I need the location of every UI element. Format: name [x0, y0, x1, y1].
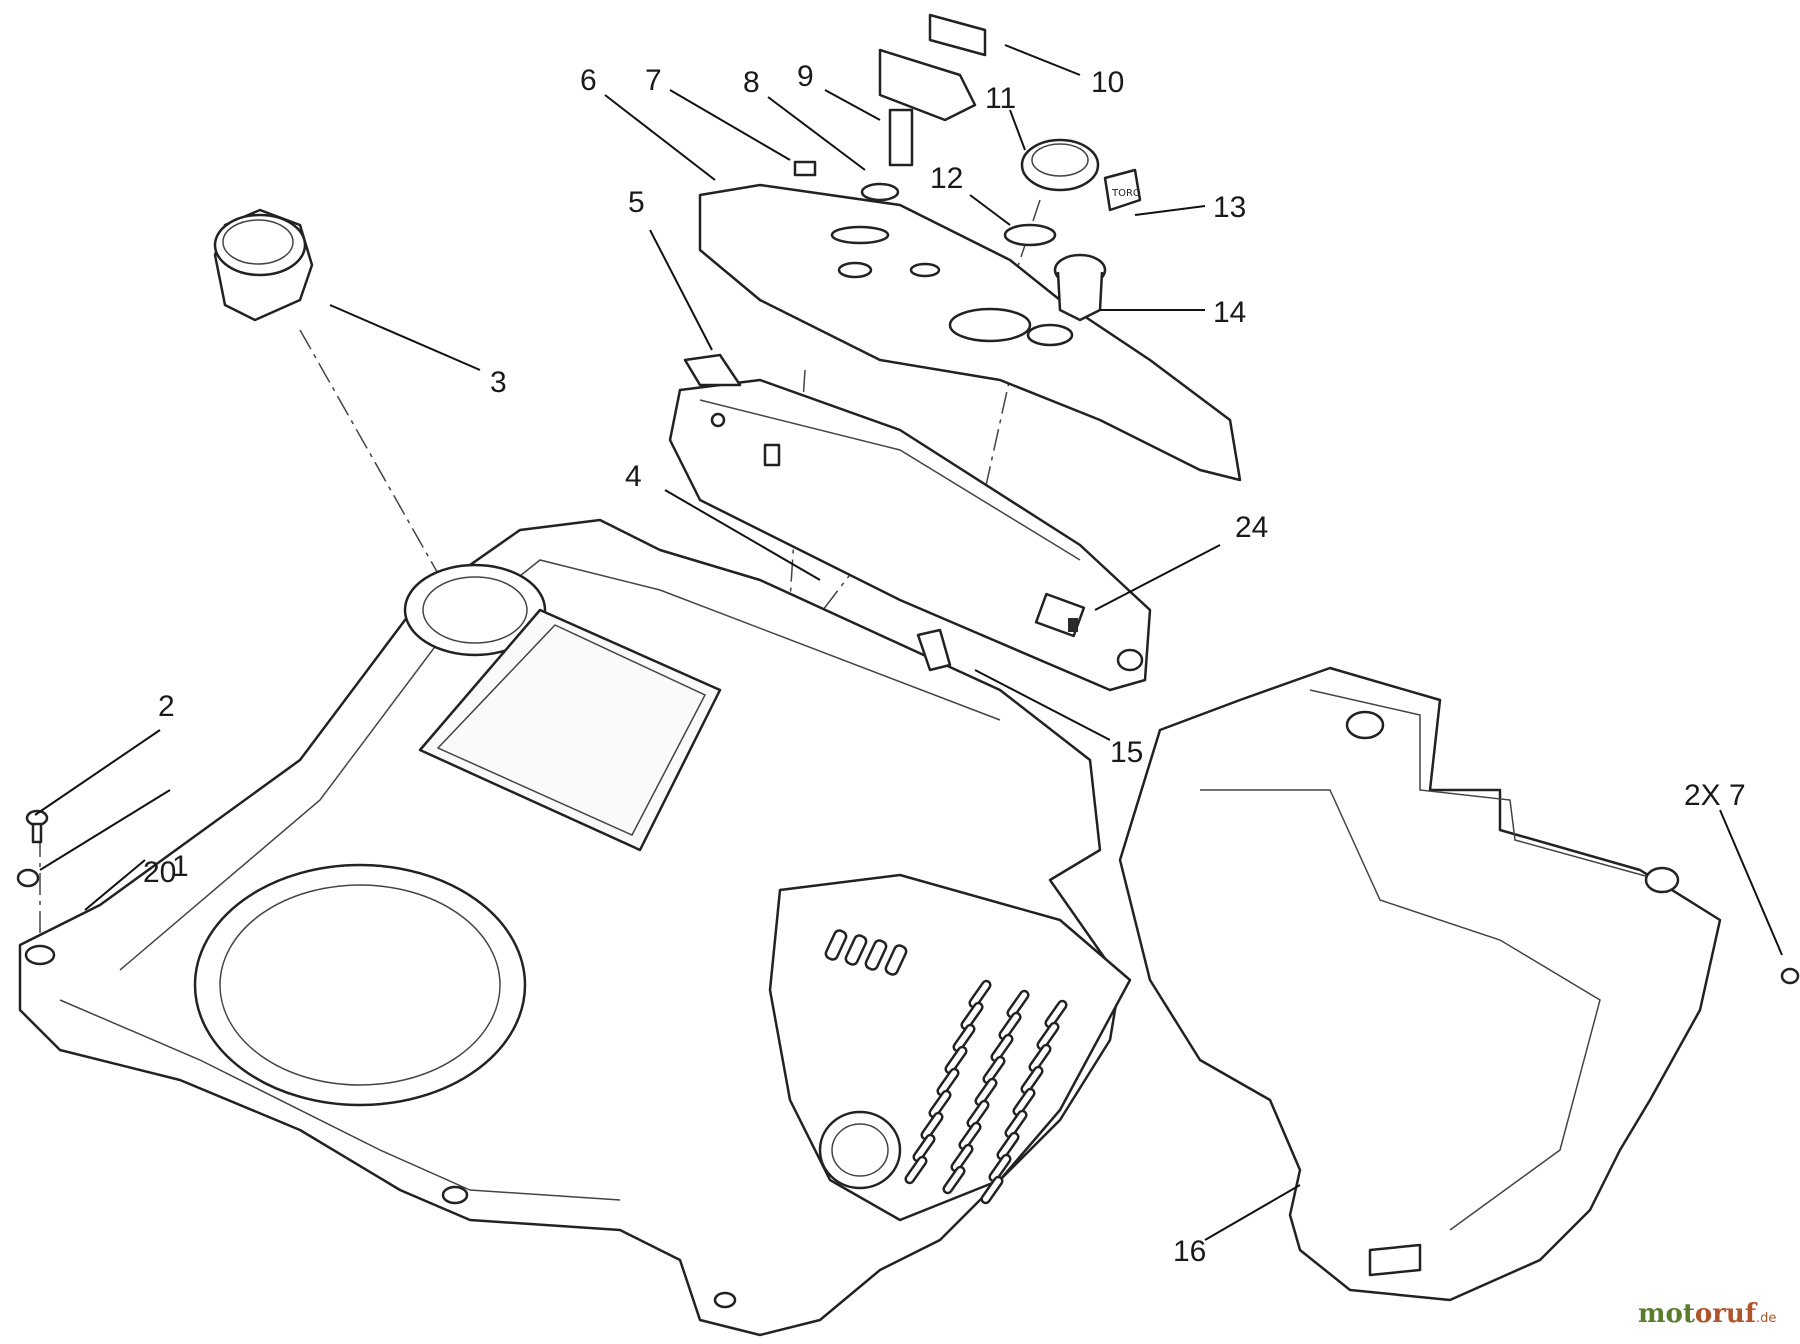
nut-12 — [1003, 223, 1057, 247]
control-panel-base — [668, 353, 1152, 692]
grille-slat — [944, 1045, 968, 1075]
grille-slat — [982, 1055, 1006, 1085]
grille-slat — [958, 1121, 982, 1151]
grille-slat — [1028, 1043, 1052, 1073]
ignition-switch — [1053, 253, 1107, 322]
callout-11: 11 — [985, 82, 1016, 115]
callout-14: 14 — [1213, 296, 1246, 329]
watermark-part1: mot — [1638, 1299, 1695, 1329]
callout-10: 10 — [1091, 66, 1124, 99]
muffler-grille — [904, 979, 1068, 1205]
watermark-logo: motoruf.de — [1638, 1299, 1776, 1329]
grille-slat — [1012, 1087, 1036, 1117]
vent-slots — [824, 929, 908, 976]
callout-20: 20 — [143, 856, 176, 889]
callout-3: 3 — [490, 366, 507, 399]
washer-1 — [16, 868, 40, 888]
callout-4: 4 — [625, 460, 642, 493]
grille-slat — [996, 1131, 1020, 1161]
fuel-cap — [213, 208, 314, 322]
callout-labels: 1 2 3 4 5 6 7 8 9 10 11 12 13 14 15 16 2… — [143, 60, 1746, 1268]
grille-slat — [1044, 999, 1068, 1029]
grille-slat — [1036, 1021, 1060, 1051]
callout-7: 7 — [645, 64, 662, 97]
grille-slat — [952, 1023, 976, 1053]
grille-slat — [936, 1067, 960, 1097]
callout-9: 9 — [797, 60, 814, 93]
control-panel-top — [698, 183, 1242, 482]
callout-2: 2 — [158, 690, 175, 723]
callout-16: 16 — [1173, 1235, 1206, 1268]
grille-slat — [1004, 1109, 1028, 1139]
ignition-key: TORO — [1103, 168, 1142, 212]
screw-7 — [793, 160, 817, 177]
grille-slat — [998, 1011, 1022, 1041]
callout-2x7: 2X 7 — [1684, 779, 1746, 812]
gasket-15 — [916, 628, 952, 672]
bolt-2 — [25, 809, 49, 844]
screw-2x7 — [1780, 967, 1800, 985]
grille-slat — [1006, 989, 1030, 1019]
callout-6: 6 — [580, 64, 597, 97]
key-brand-label: TORO — [1111, 188, 1141, 199]
choke-knob — [860, 13, 987, 202]
callout-24: 24 — [1235, 511, 1268, 544]
callout-1: 1 — [172, 850, 189, 883]
grille-slat — [912, 1133, 936, 1163]
callout-13: 13 — [1213, 191, 1246, 224]
rear-cover — [1118, 666, 1722, 1302]
watermark-suffix: .de — [1756, 1311, 1776, 1326]
callout-8: 8 — [743, 66, 760, 99]
leader-lines — [34, 44, 1783, 1241]
grille-slat — [990, 1033, 1014, 1063]
grille-slat — [950, 1143, 974, 1173]
grille-slat — [974, 1077, 998, 1107]
callout-15: 15 — [1110, 736, 1143, 769]
watermark-part2: oruf — [1695, 1299, 1758, 1329]
grille-slat — [928, 1089, 952, 1119]
grille-slat — [960, 1001, 984, 1031]
grille-slat — [968, 979, 992, 1009]
callout-12: 12 — [930, 162, 963, 195]
callout-5: 5 — [628, 186, 645, 219]
grille-slat — [980, 1175, 1004, 1205]
svg-text:motoruf.de: motoruf.de — [1638, 1299, 1776, 1329]
grille-slat — [920, 1111, 944, 1141]
grille-slat — [1020, 1065, 1044, 1095]
grille-slat — [904, 1155, 928, 1185]
grille-slat — [942, 1165, 966, 1195]
primer-button — [1020, 138, 1100, 192]
grille-slat — [966, 1099, 990, 1129]
muffler-guard — [768, 873, 1132, 1222]
grille-slat — [988, 1153, 1012, 1183]
